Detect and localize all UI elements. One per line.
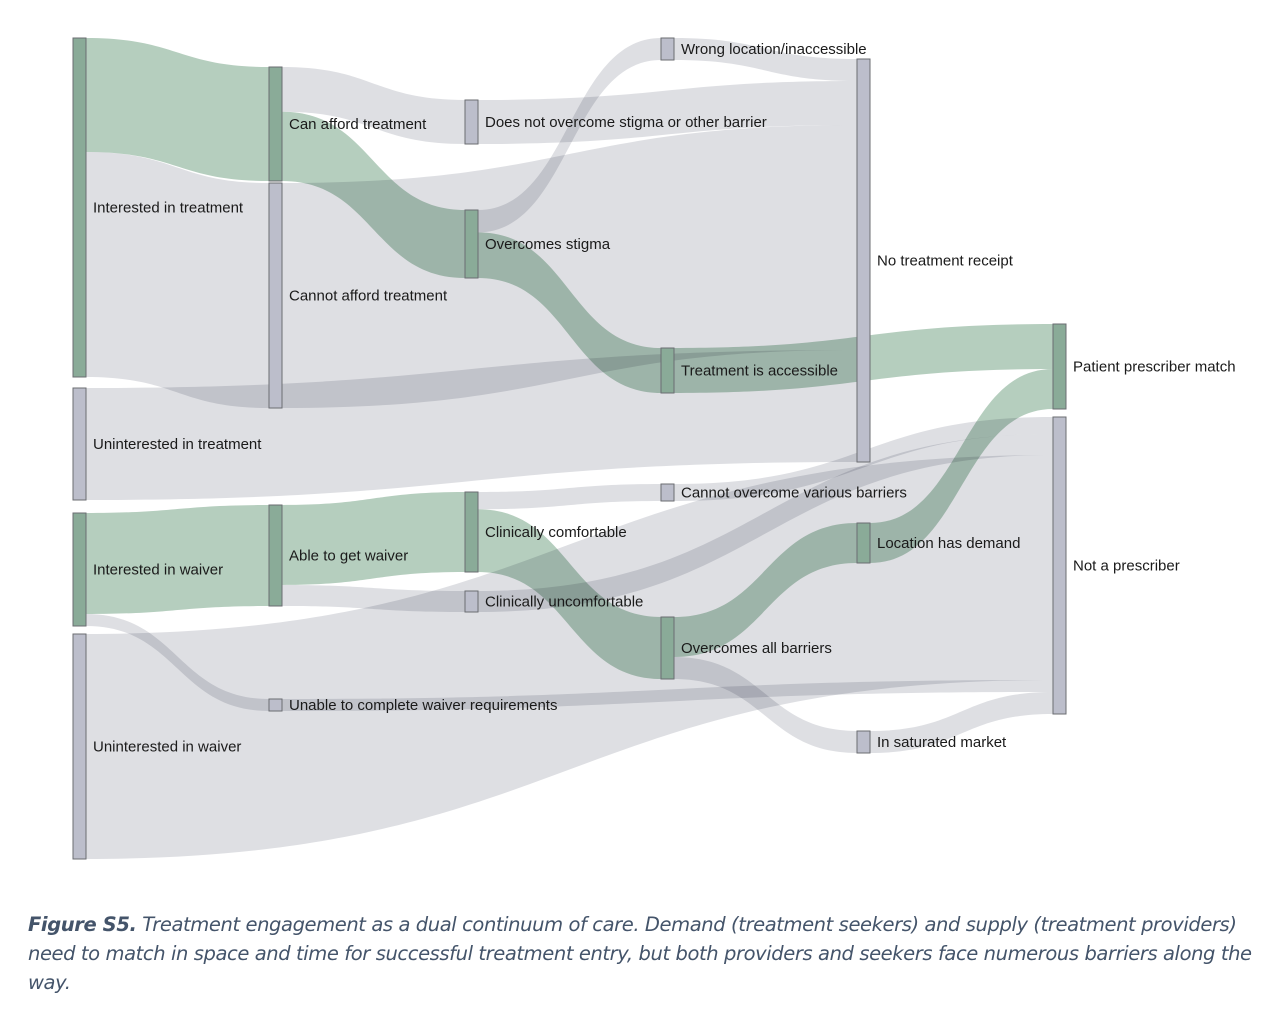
node-wrong_location <box>660 37 675 61</box>
node-label-location_demand: Location has demand <box>877 535 1020 552</box>
figure-caption: Figure S5. Treatment engagement as a dua… <box>28 910 1263 997</box>
node-label-clin_comfortable: Clinically comfortable <box>485 524 627 541</box>
link-wrong_location-to-no_treatment <box>674 38 857 81</box>
link-overcomes_stigma-to-treatment_accessible <box>478 232 661 393</box>
node-label-can_afford: Can afford treatment <box>289 116 427 133</box>
node-label-cannot_overcome_barriers: Cannot overcome various barriers <box>681 485 907 502</box>
link-unable_waiver-to-not_prescriber <box>282 680 1053 711</box>
link-clin_comfortable-to-cannot_overcome_barriers <box>478 484 661 510</box>
node-label-not_overcome_stigma: Does not overcome stigma or other barrie… <box>485 114 767 131</box>
node-label-able_waiver: Able to get waiver <box>289 548 408 565</box>
link-clin_comfortable-to-overcomes_all <box>478 509 661 679</box>
node-cannot_afford <box>268 182 283 409</box>
node-not_prescriber <box>1052 416 1067 715</box>
node-uninterested_treatment <box>72 387 87 501</box>
node-label-overcomes_all: Overcomes all barriers <box>681 640 832 657</box>
node-label-saturated_market: In saturated market <box>877 734 1007 751</box>
link-overcomes_all-to-location_demand <box>674 523 857 657</box>
node-saturated_market <box>856 730 871 754</box>
nodes-layer <box>72 37 1067 860</box>
node-unable_waiver <box>268 698 283 712</box>
node-label-interested_treatment: Interested in treatment <box>93 200 244 217</box>
node-clin_uncomfortable <box>464 590 479 613</box>
node-label-not_prescriber: Not a prescriber <box>1073 558 1180 575</box>
link-clin_uncomfortable-to-not_prescriber <box>478 434 1053 612</box>
node-no_treatment <box>856 58 871 463</box>
link-able_waiver-to-clin_comfortable <box>282 492 465 585</box>
link-overcomes_stigma-to-wrong_location <box>478 38 661 233</box>
node-overcomes_stigma <box>464 209 479 279</box>
link-interested_waiver-to-able_waiver <box>86 505 269 614</box>
node-location_demand <box>856 522 871 564</box>
node-label-unable_waiver: Unable to complete waiver requirements <box>289 697 557 714</box>
node-label-uninterested_treatment: Uninterested in treatment <box>93 436 262 453</box>
node-interested_treatment <box>72 37 87 378</box>
node-uninterested_waiver <box>72 633 87 860</box>
node-label-treatment_accessible: Treatment is accessible <box>681 363 838 380</box>
node-not_overcome_stigma <box>464 99 479 145</box>
node-label-wrong_location: Wrong location/inaccessible <box>681 41 867 58</box>
link-can_afford-to-not_overcome_stigma <box>282 67 465 144</box>
caption-text: Treatment engagement as a dual continuum… <box>28 913 1252 994</box>
node-clin_comfortable <box>464 491 479 573</box>
node-treatment_accessible <box>660 347 675 394</box>
link-saturated_market-to-not_prescriber <box>870 692 1053 753</box>
link-interested_treatment-to-cannot_afford <box>86 152 269 408</box>
node-can_afford <box>268 66 283 182</box>
node-label-clin_uncomfortable: Clinically uncomfortable <box>485 594 643 611</box>
link-interested_treatment-to-can_afford <box>86 38 269 181</box>
node-overcomes_all <box>660 616 675 680</box>
node-label-overcomes_stigma: Overcomes stigma <box>485 236 611 253</box>
node-label-no_treatment: No treatment receipt <box>877 253 1014 270</box>
node-interested_waiver <box>72 512 87 627</box>
link-able_waiver-to-clin_uncomfortable <box>282 585 465 612</box>
caption-label: Figure S5. <box>28 913 137 936</box>
node-label-uninterested_waiver: Uninterested in waiver <box>93 739 241 756</box>
node-match <box>1052 323 1067 410</box>
node-able_waiver <box>268 504 283 607</box>
link-location_demand-to-match <box>870 369 1053 563</box>
node-label-match: Patient prescriber match <box>1073 359 1236 376</box>
link-overcomes_all-to-saturated_market <box>674 657 857 753</box>
link-cannot_afford-to-no_treatment <box>282 125 857 408</box>
node-cannot_overcome_barriers <box>660 483 675 502</box>
node-label-interested_waiver: Interested in waiver <box>93 562 223 579</box>
link-can_afford-to-overcomes_stigma <box>282 111 465 279</box>
node-label-cannot_afford: Cannot afford treatment <box>289 288 448 305</box>
